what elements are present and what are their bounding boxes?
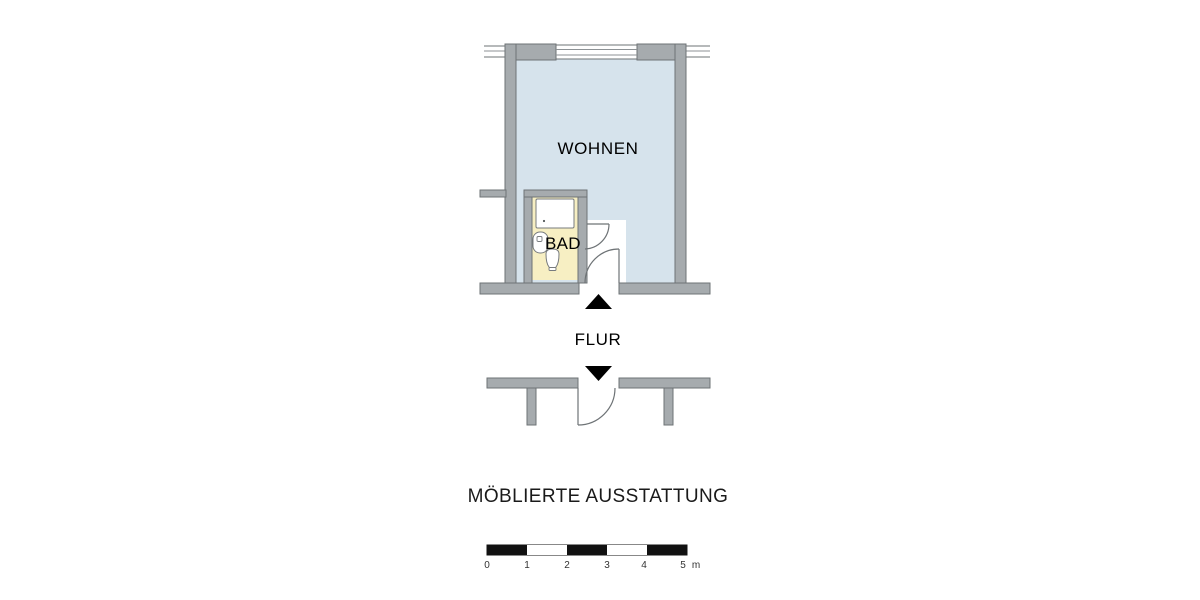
wall-east	[674, 43, 687, 295]
scale-tick-4: 4	[641, 560, 647, 571]
wall-corridor-left	[486, 377, 579, 389]
scale-tick-5: 5	[680, 560, 686, 571]
scale-unit-label: m	[692, 560, 700, 571]
wall-south-right	[618, 282, 711, 295]
arrow-up-icon	[585, 294, 612, 309]
wall-corridor-stub-right	[663, 387, 674, 426]
window-glass	[555, 44, 638, 60]
room-label-flur: FLUR	[575, 330, 622, 349]
wall-bath-north	[523, 189, 588, 198]
doors	[577, 223, 620, 426]
sink-tap-icon	[536, 236, 543, 242]
scale-bar: 0 1 2 3 4 5 m	[484, 544, 700, 571]
corridor-door-arc	[577, 387, 616, 426]
bath-door	[584, 223, 610, 250]
scale-segment-2-3	[567, 545, 607, 555]
entry-door-arc	[584, 248, 620, 284]
toilet-cistern-icon	[548, 267, 557, 271]
corridor-door	[577, 387, 616, 426]
wall-bath-west	[523, 189, 533, 284]
scale-segment-0-1	[487, 545, 527, 555]
scale-tick-2: 2	[564, 560, 570, 571]
wall-stub-north-far-right	[684, 45, 710, 58]
toilet-icon	[545, 248, 560, 269]
arrow-down-icon	[585, 366, 612, 381]
scale-tick-3: 3	[604, 560, 610, 571]
direction-markers	[585, 294, 612, 381]
wall-corridor-stub-left	[526, 387, 537, 426]
walls	[479, 43, 711, 426]
wall-west	[504, 43, 517, 295]
scale-segment-4-5	[647, 545, 687, 555]
shower-drain-icon	[542, 219, 546, 223]
plan-caption: MÖBLIERTE AUSSTATTUNG	[468, 486, 729, 507]
wall-stub-west	[479, 189, 507, 198]
bathroom-fixtures	[532, 198, 575, 271]
wall-south-left	[479, 282, 580, 295]
scale-segment-1-2	[527, 545, 567, 555]
window-top	[555, 44, 638, 60]
scale-segment-3-4	[607, 545, 647, 555]
entry-door	[584, 248, 620, 284]
wall-corridor-right	[618, 377, 711, 389]
shower-tub-icon	[535, 198, 575, 229]
scale-tick-0: 0	[484, 560, 490, 571]
scale-tick-1: 1	[524, 560, 530, 571]
bath-door-arc	[584, 223, 610, 250]
room-label-bad: BAD	[545, 234, 581, 253]
room-label-wohnen: WOHNEN	[557, 139, 638, 158]
